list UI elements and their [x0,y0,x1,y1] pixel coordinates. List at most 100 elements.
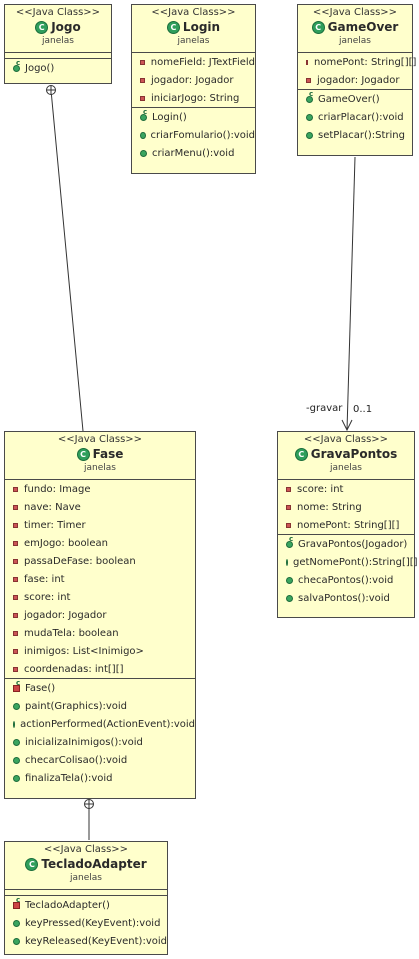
nesting-symbol-fase [84,799,94,809]
stereotype-label: <<Java Class>> [57,434,143,445]
private-field-icon [13,666,18,672]
method-text: criarPlacar():void [318,111,404,123]
private-field-icon [13,558,18,564]
public-method-icon [13,738,20,746]
nesting-symbol-jogo [46,85,56,95]
method-row[interactable]: checarColisao():void [5,751,195,769]
attribute-text: inimigos: List<Inimigo> [24,645,144,657]
package-label: janelas [177,36,210,46]
attribute-row[interactable]: fase: int [5,570,195,588]
method-text: GameOver() [318,93,380,105]
method-row[interactable]: paint(Graphics):void [5,697,195,715]
class-name: GameOver [327,20,399,34]
attribute-row[interactable]: jogador: Jogador [5,606,195,624]
method-row[interactable]: actionPerformed(ActionEvent):void [5,715,195,733]
attribute-row[interactable]: score: int [278,480,414,498]
method-row[interactable]: keyPressed(KeyEvent):void [5,914,167,932]
methods-compartment: GravaPontos(Jogador) getNomePont():Strin… [278,534,418,607]
attribute-row[interactable]: coordenadas: int[][] [5,660,195,678]
class-icon: C [25,857,39,871]
attribute-row[interactable]: inimigos: List<Inimigo> [5,642,195,660]
public-method-icon [140,149,147,157]
method-row[interactable]: criarMenu():void [132,144,255,162]
method-row[interactable]: keyReleased(KeyEvent):void [5,932,167,950]
method-text: salvaPontos():void [298,592,390,604]
private-field-icon [140,95,145,101]
attribute-row[interactable]: nave: Nave [5,498,195,516]
method-row[interactable]: getNomePont():String[][] [278,553,418,571]
attribute-row[interactable]: nomePont: String[][] [298,53,416,71]
class-name: GravaPontos [310,447,398,461]
attribute-row[interactable]: jogador: Jogador [298,71,412,89]
attribute-row[interactable]: nomeField: JTextField [132,53,255,71]
method-row[interactable]: salvaPontos():void [278,589,414,607]
method-row[interactable]: TecladoAdapter() [5,896,167,914]
class-name: Login [182,20,221,34]
attribute-row[interactable]: emJogo: boolean [5,534,195,552]
method-row[interactable]: inicializaInimigos():void [5,733,195,751]
stereotype-label: <<Java Class>> [303,434,389,445]
public-method-icon [306,113,313,121]
method-row[interactable]: checaPontos():void [278,571,414,589]
package-label: janelas [84,463,116,473]
stereotype-label: <<Java Class>> [15,7,101,18]
attribute-row[interactable]: nomePont: String[][] [278,516,414,534]
package-label: janelas [42,36,74,46]
public-method-icon [13,774,20,782]
method-row[interactable]: Login() [132,108,255,126]
method-row[interactable]: criarFomulario():void [132,126,255,144]
attribute-row[interactable]: timer: Timer [5,516,195,534]
method-text: inicializaInimigos():void [25,736,143,748]
method-text: Jogo() [25,62,55,74]
attribute-row[interactable]: nome: String [278,498,414,516]
attributes-compartment [5,889,167,895]
methods-compartment: Login() criarFomulario():void criarMenu(… [132,107,255,162]
method-text: GravaPontos(Jogador) [298,538,408,550]
attribute-text: emJogo: boolean [24,537,108,549]
attributes-compartment [5,52,111,58]
package-label: janelas [330,463,362,473]
private-field-icon [286,486,291,492]
attribute-text: passaDeFase: boolean [24,555,136,567]
method-row[interactable]: criarPlacar():void [298,108,412,126]
private-field-icon [13,594,18,600]
attribute-row[interactable]: fundo: Image [5,480,195,498]
method-text: finalizaTela():void [25,772,113,784]
attribute-row[interactable]: iniciarJogo: String [132,89,255,107]
package-label: janelas [339,36,371,46]
private-field-icon [13,522,18,528]
attribute-text: nome: String [297,501,362,513]
private-field-icon [13,504,18,510]
attribute-text: coordenadas: int[][] [24,663,124,675]
public-method-icon [306,131,313,139]
stereotype-label: <<Java Class>> [151,7,236,18]
attribute-text: score: int [24,591,71,603]
attribute-row[interactable]: mudaTela: boolean [5,624,195,642]
attribute-row[interactable]: jogador: Jogador [132,71,255,89]
method-row[interactable]: Jogo() [5,59,111,77]
method-row[interactable]: setPlacar():String [298,126,412,144]
private-field-icon [140,77,145,83]
method-text: checarColisao():void [25,754,128,766]
method-row[interactable]: GravaPontos(Jogador) [278,535,414,553]
attribute-row[interactable]: score: int [5,588,195,606]
method-row[interactable]: GameOver() [298,90,412,108]
public-method-icon [286,558,288,566]
method-row[interactable]: Fase() [5,679,195,697]
private-constructor-icon [13,896,20,909]
method-row[interactable]: finalizaTela():void [5,769,195,787]
class-name: TecladoAdapter [41,857,147,871]
class-name: Fase [92,447,124,461]
attribute-row[interactable]: passaDeFase: boolean [5,552,195,570]
method-text: paint(Graphics):void [25,700,128,712]
method-text: Fase() [25,682,56,694]
association-multiplicity-label: 0..1 [353,404,373,415]
method-text: TecladoAdapter() [25,899,110,911]
